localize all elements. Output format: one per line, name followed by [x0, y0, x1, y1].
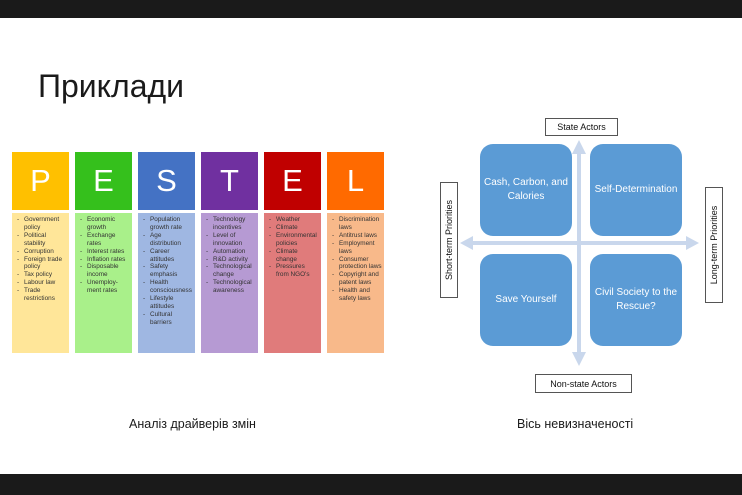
pestel-factor-list: Population growth rateAge distributionCa…	[138, 213, 195, 353]
pestel-factor-list: Government policyPolitical stabilityCorr…	[12, 213, 69, 353]
quadrant-top-right: Self-Determination	[590, 144, 682, 236]
axis-label-left-box: Short-term Priorities	[440, 182, 458, 298]
pestel-factor-item: Consumer protection laws	[330, 256, 382, 272]
pestel-letter: S	[138, 152, 195, 210]
pestel-factor-item: Automation	[204, 248, 256, 256]
pestel-factor-item: Corruption	[15, 248, 67, 256]
pestel-letter: P	[12, 152, 69, 210]
pestel-factor-item: Discrimination laws	[330, 216, 382, 232]
pestel-factor-item: Level of innovation	[204, 232, 256, 248]
arrow-right-icon	[686, 236, 699, 250]
pestel-factor-item: Weather	[267, 216, 319, 224]
slide: Приклади PGovernment policyPolitical sta…	[0, 18, 742, 474]
pestel-factor-item: Age distribution	[141, 232, 193, 248]
pestel-factor-item: R&D activity	[204, 256, 256, 264]
pestel-factor-item: Antitrust laws	[330, 232, 382, 240]
axis-label-bottom: Non-state Actors	[535, 374, 632, 393]
pestel-factor-item: Technology incentives	[204, 216, 256, 232]
pestel-factor-item: Interest rates	[78, 248, 130, 256]
pestel-letter: T	[201, 152, 258, 210]
arrow-left-icon	[460, 236, 473, 250]
pestel-factor-item: Health consciousness	[141, 279, 193, 295]
horizontal-axis	[470, 241, 688, 245]
pestel-factor-item: Trade restrictions	[15, 287, 67, 303]
pestel-factor-list: Economic growthExchange ratesInterest ra…	[75, 213, 132, 353]
pestel-factor-list: WeatherClimateEnvironmental policiesClim…	[264, 213, 321, 353]
pestel-letter: L	[327, 152, 384, 210]
axis-label-right: Long-term Priorities	[709, 205, 719, 285]
pestel-factor-item: Political stability	[15, 232, 67, 248]
pestel-factor-item: Health and safety laws	[330, 287, 382, 303]
axis-label-top: State Actors	[545, 118, 618, 136]
pestel-caption: Аналіз драйверів змін	[129, 417, 256, 431]
pestel-factor-item: Technological awareness	[204, 279, 256, 295]
quadrant-bottom-right: Civil Society to the Rescue?	[590, 254, 682, 346]
axis-label-left: Short-term Priorities	[444, 199, 454, 281]
pestel-factor-item: Unemploy-ment rates	[78, 279, 130, 295]
pestel-factor-item: Pressures from NGO's	[267, 263, 319, 279]
quadrant-top-left: Cash, Carbon, and Calories	[480, 144, 572, 236]
pestel-factor-item: Copyright and patent laws	[330, 271, 382, 287]
pestel-factor-item: Economic growth	[78, 216, 130, 232]
pestel-factor-item: Labour law	[15, 279, 67, 287]
pestel-factor-item: Technological change	[204, 263, 256, 279]
pestel-factor-item: Inflation rates	[78, 256, 130, 264]
pestel-factor-item: Exchange rates	[78, 232, 130, 248]
quadrant-bottom-left: Save Yourself	[480, 254, 572, 346]
arrow-down-icon	[572, 352, 586, 366]
pestel-factor-item: Employment laws	[330, 240, 382, 256]
pestel-factor-item: Population growth rate	[141, 216, 193, 232]
pestel-factor-item: Lifestyle attitudes	[141, 295, 193, 311]
pestel-letter: E	[75, 152, 132, 210]
pestel-letter: E	[264, 152, 321, 210]
slide-title: Приклади	[38, 68, 185, 104]
pestel-factor-list: Technology incentivesLevel of innovation…	[201, 213, 258, 353]
pestel-factor-list: Discrimination lawsAntitrust lawsEmploym…	[327, 213, 384, 353]
vertical-axis	[577, 153, 581, 353]
arrow-up-icon	[572, 140, 586, 154]
pestel-factor-item: Climate	[267, 224, 319, 232]
pestel-factor-item: Disposable income	[78, 263, 130, 279]
matrix-caption: Вісь невизначеності	[517, 417, 634, 431]
pestel-factor-item: Safety emphasis	[141, 263, 193, 279]
pestel-factor-item: Environmental policies	[267, 232, 319, 248]
top-letterbox	[0, 0, 742, 18]
pestel-factor-item: Cultural barriers	[141, 311, 193, 327]
bottom-letterbox	[0, 474, 742, 495]
pestel-factor-item: Tax policy	[15, 271, 67, 279]
pestel-factor-item: Climate change	[267, 248, 319, 264]
pestel-factor-item: Foreign trade policy	[15, 256, 67, 272]
axis-label-right-box: Long-term Priorities	[705, 187, 723, 303]
pestel-factor-item: Career attitudes	[141, 248, 193, 264]
pestel-factor-item: Government policy	[15, 216, 67, 232]
